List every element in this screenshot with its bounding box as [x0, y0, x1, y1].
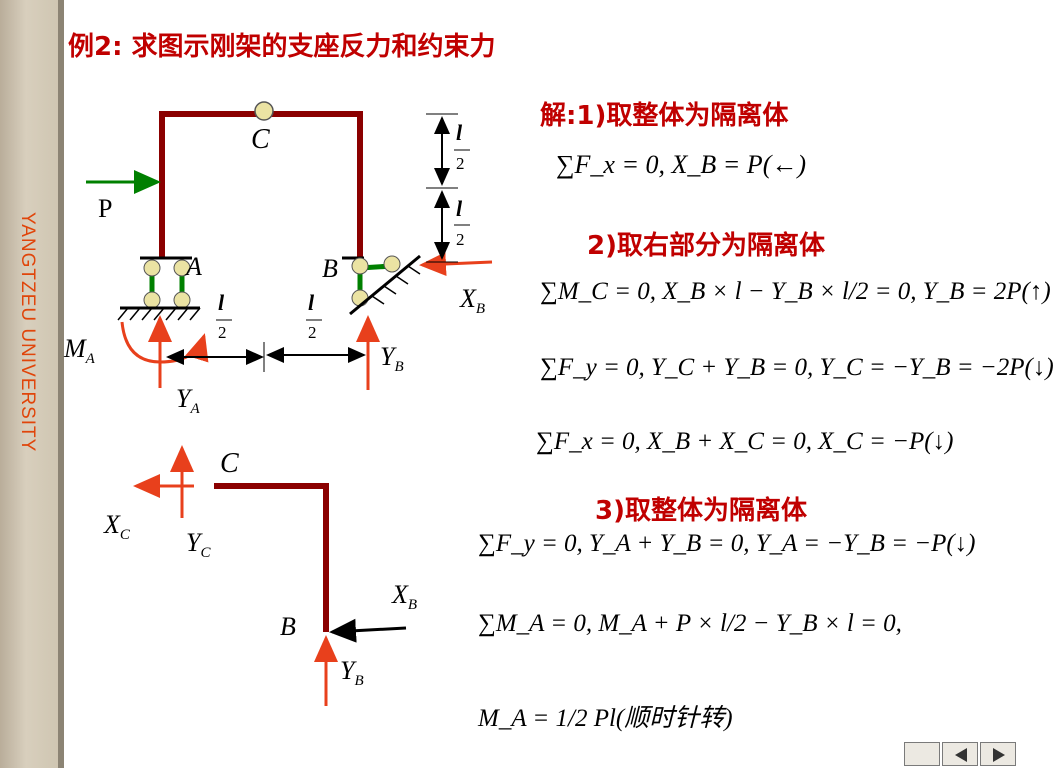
dim-2-4: 2: [308, 323, 317, 342]
slide-navigation: [904, 742, 1020, 768]
label-B: B: [322, 254, 338, 283]
step3-heading: 3)取整体为隔离体: [595, 496, 807, 526]
triangle-left-icon: [955, 748, 967, 762]
equation-5: ∑F_y = 0, Y_A + Y_B = 0, Y_A = −Y_B = −P…: [478, 530, 976, 557]
dim-2-1: 2: [456, 154, 465, 173]
step1-heading: 解:1)取整体为隔离体: [540, 101, 789, 131]
hinge-C: [254, 101, 274, 121]
label-MA: MA: [64, 334, 95, 368]
dim-2-3: 2: [218, 323, 227, 342]
triangle-right-icon: [993, 748, 1005, 762]
MA-arc: [120, 321, 209, 364]
dim-l-2: l: [456, 196, 463, 221]
horizontal-dimension: [166, 319, 366, 372]
label-XC: XC: [104, 510, 130, 544]
frame-diagram: [86, 101, 493, 706]
label-YA: YA: [176, 384, 200, 418]
vertical-dimension: [426, 113, 470, 263]
equation-4: ∑F_x = 0, X_B + X_C = 0, X_C = −P(↓): [536, 428, 954, 455]
prev-slide-button[interactable]: [942, 742, 978, 766]
dim-l-4: l: [308, 290, 315, 315]
label-XB-lower: XB: [392, 580, 418, 614]
support-A: [117, 259, 201, 321]
equation-1: ∑F_x = 0, X_B = P(←): [556, 150, 807, 179]
label-B-lower: B: [280, 612, 296, 641]
equation-6: ∑M_A = 0, M_A + P × l/2 − Y_B × l = 0,: [478, 610, 902, 637]
label-A: A: [186, 252, 202, 281]
label-YB-lower: YB: [340, 656, 364, 690]
label-C-lower: C: [220, 448, 239, 479]
sidebar: [0, 0, 58, 768]
label-XB: XB: [460, 284, 486, 318]
dim-2-2: 2: [456, 230, 465, 249]
XB2-arrow: [329, 618, 407, 643]
equation-2: ∑M_C = 0, X_B × l − Y_B × l/2 = 0, Y_B =…: [540, 278, 1051, 305]
step2-heading: 2)取右部分为隔离体: [587, 231, 825, 261]
dim-l-1: l: [456, 120, 463, 145]
dim-l-3: l: [218, 290, 225, 315]
label-YC: YC: [186, 528, 211, 562]
sidebar-strip: [58, 0, 64, 768]
slide-title: 例2: 求图示刚架的支座反力和约束力: [68, 32, 496, 62]
next-slide-button[interactable]: [980, 742, 1016, 766]
nav-blank-button[interactable]: [904, 742, 940, 766]
label-P: P: [98, 194, 113, 223]
support-B: [349, 254, 421, 316]
equation-3: ∑F_y = 0, Y_C + Y_B = 0, Y_C = −Y_B = −2…: [540, 354, 1054, 381]
right-part-frame: [214, 483, 329, 632]
equation-7: M_A = 1/2 Pl(顺时针转): [478, 705, 733, 732]
XB-arrow: [419, 251, 493, 276]
label-C: C: [251, 124, 270, 155]
label-YB: YB: [380, 342, 404, 376]
